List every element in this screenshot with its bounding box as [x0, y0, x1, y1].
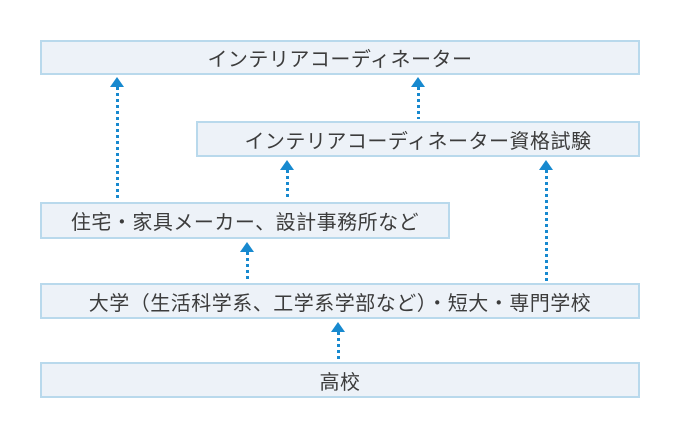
arrowhead-up-icon: [539, 160, 553, 170]
dotted-line: [544, 170, 548, 281]
arrow-highschool-to-university: [330, 322, 346, 360]
arrowhead-up-icon: [280, 160, 294, 170]
node-employers: 住宅・家具メーカー、設計事務所など: [40, 202, 450, 239]
arrowhead-up-icon: [240, 242, 254, 252]
arrow-employers-to-exam: [279, 160, 295, 200]
node-university: 大学（生活科学系、工学系学部など）・短大・専門学校: [40, 283, 640, 319]
node-qualification-exam: インテリアコーディネーター資格試験: [196, 121, 640, 157]
arrowhead-up-icon: [110, 77, 124, 87]
arrow-employers-to-coordinator: [109, 77, 125, 200]
dotted-line: [336, 332, 340, 360]
arrow-university-to-exam: [538, 160, 554, 281]
arrowhead-up-icon: [331, 322, 345, 332]
dotted-line: [416, 87, 420, 119]
arrowhead-up-icon: [411, 77, 425, 87]
dotted-line: [245, 252, 249, 281]
node-high-school: 高校: [40, 362, 640, 398]
dotted-line: [115, 87, 119, 200]
dotted-line: [285, 170, 289, 200]
node-interior-coordinator: インテリアコーディネーター: [40, 40, 640, 75]
arrow-exam-to-coordinator: [410, 77, 426, 119]
arrow-university-to-employers: [239, 242, 255, 281]
